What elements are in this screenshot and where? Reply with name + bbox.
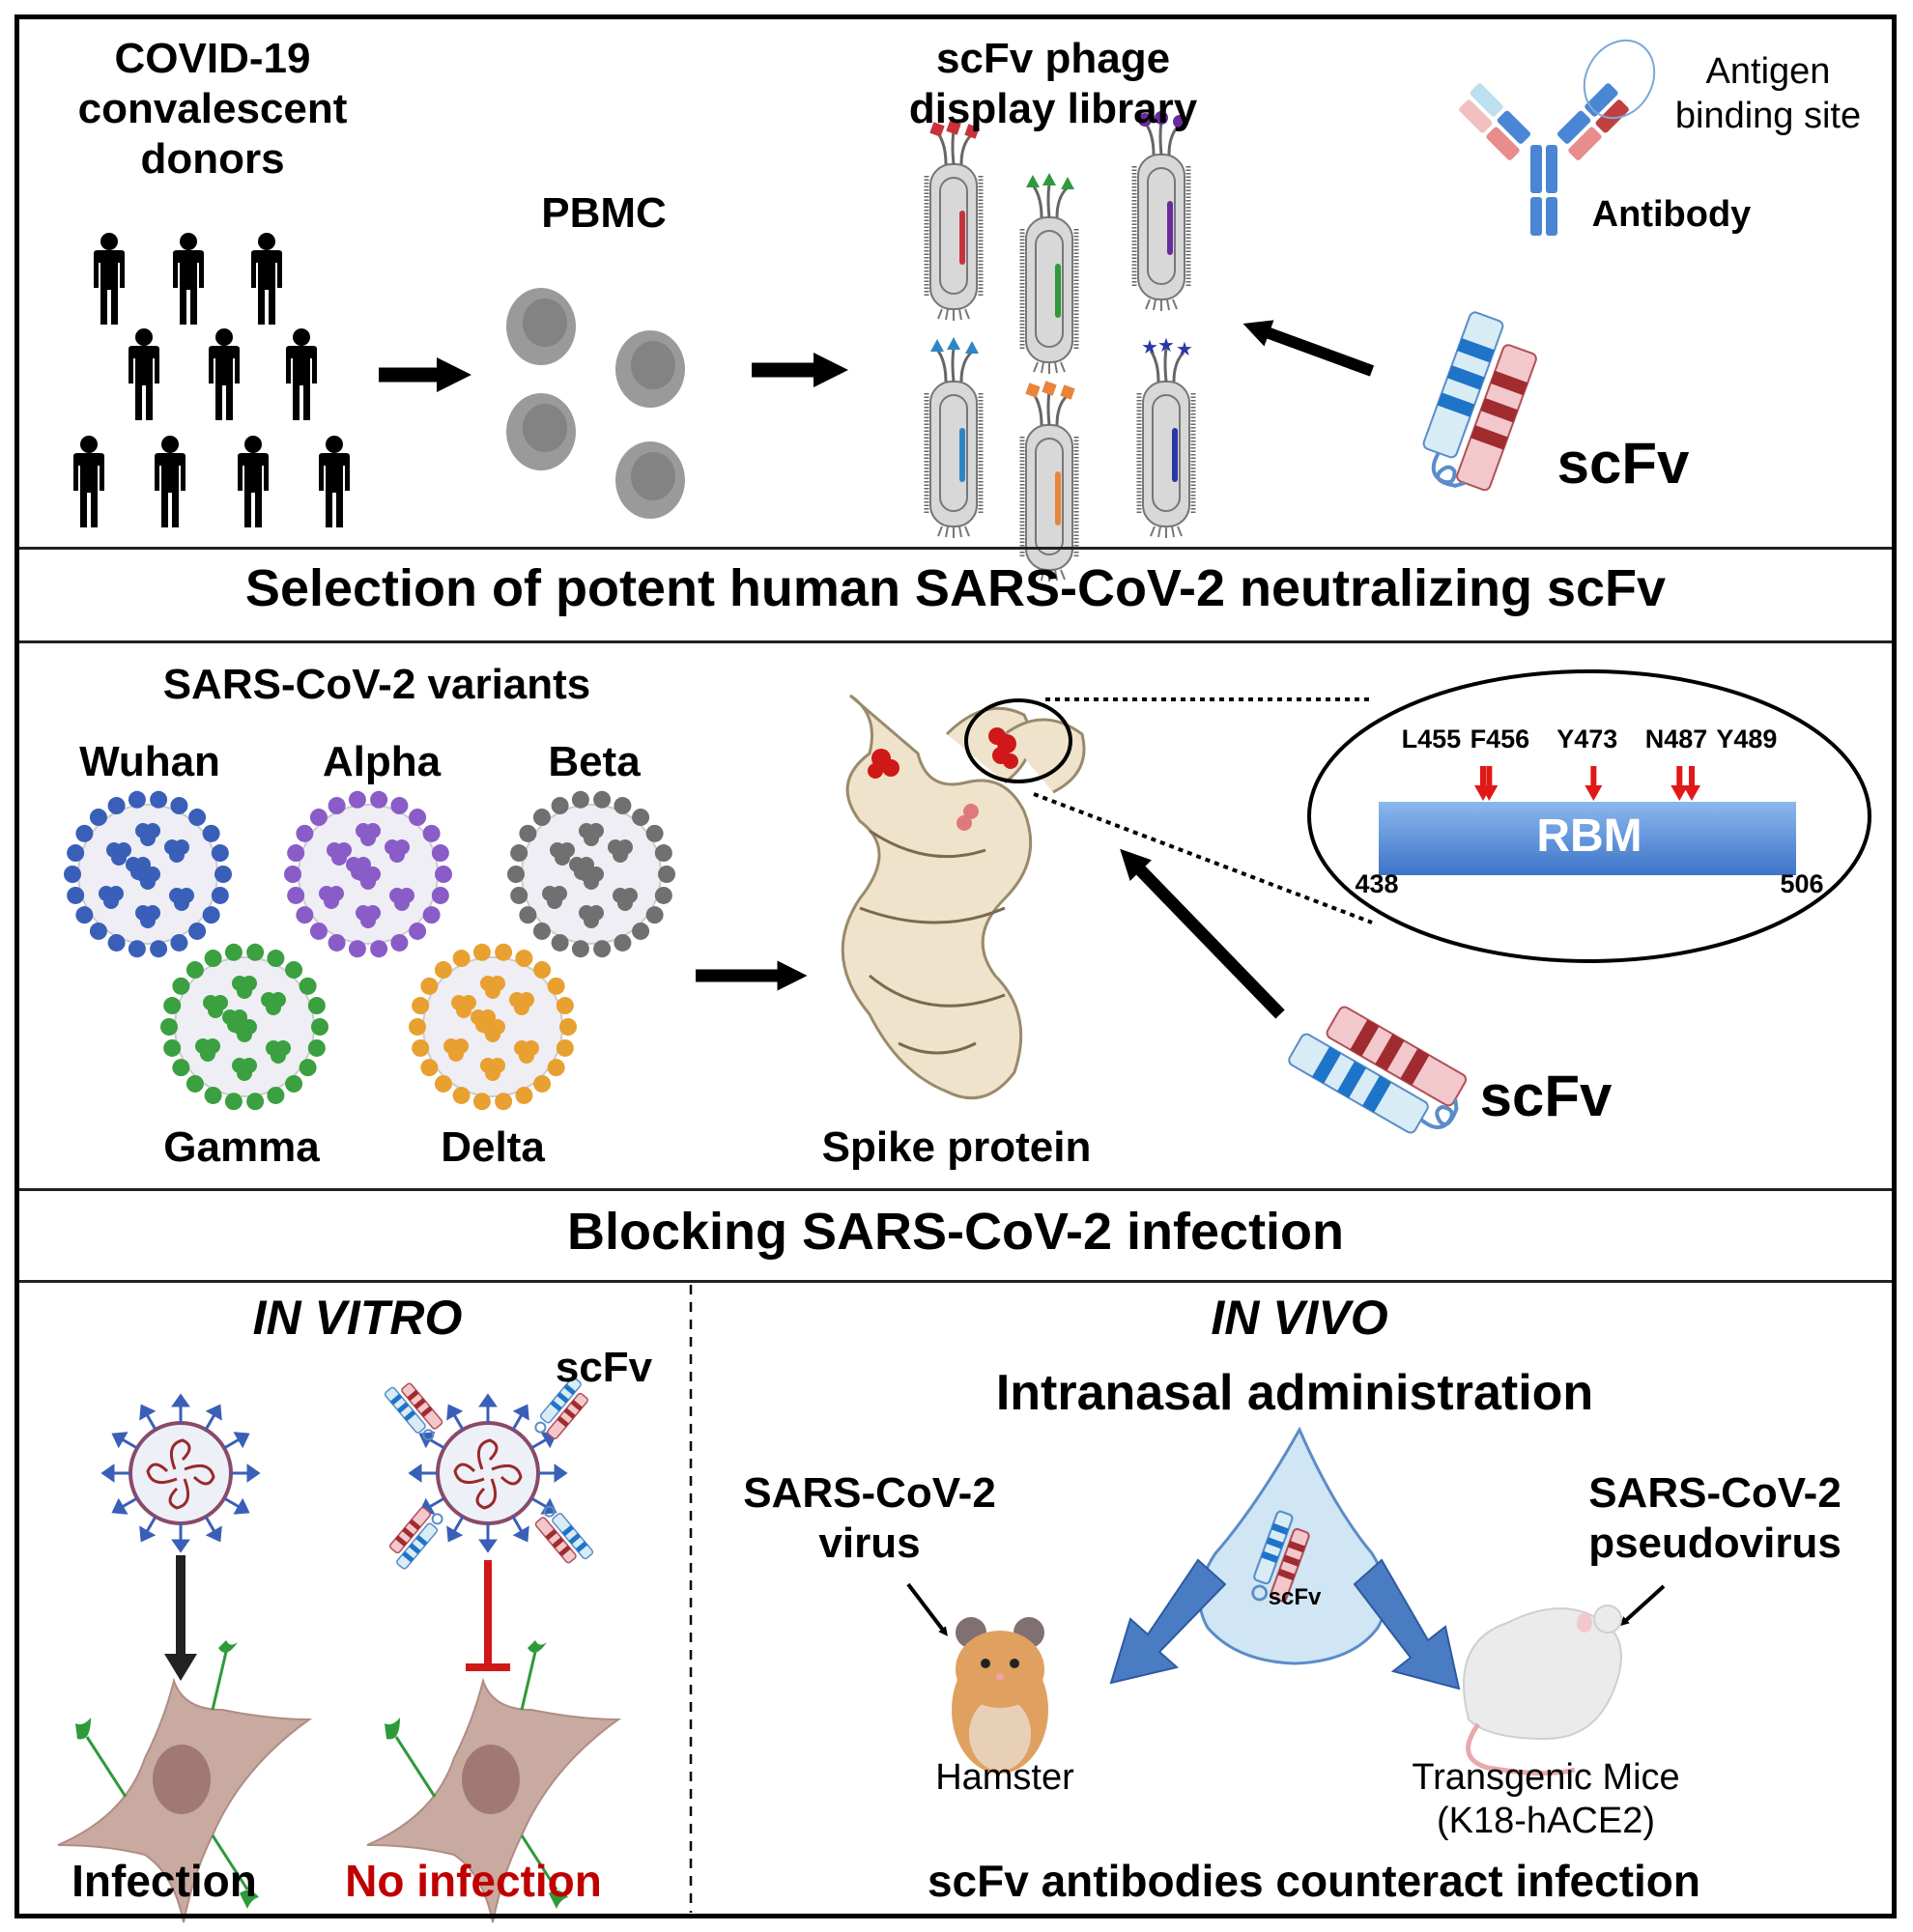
pbmc-cell-icon	[506, 288, 576, 365]
variant-virions	[64, 790, 675, 1111]
mice-label-line: (K18-hACE2)	[1437, 1800, 1655, 1841]
in-vitro-title: IN VITRO	[252, 1291, 463, 1345]
pbmc-cell-icon	[615, 441, 685, 519]
pbmc-cell-icon	[615, 330, 685, 408]
rbm-residue-arrows	[1474, 766, 1700, 801]
residue-arrow-icon	[1585, 766, 1603, 801]
variant-virion-icon	[409, 943, 577, 1111]
pbmc-cells	[506, 288, 685, 519]
residue-arrow-icon	[1670, 766, 1689, 801]
library-label: scFv phage display library	[870, 34, 1237, 134]
rbm-end-position: 506	[1780, 869, 1824, 898]
variants-title: SARS-CoV-2 variants	[162, 661, 591, 708]
section-header-blocking: Blocking SARS-CoV-2 infection	[566, 1203, 1345, 1261]
variant-virion-icon	[507, 790, 675, 958]
pseudovirus-agent-label-line: SARS-CoV-2	[1588, 1469, 1842, 1517]
virus-agent-label-line: SARS-CoV-2	[743, 1469, 996, 1517]
pseudovirus-agent-label-line: pseudovirus	[1588, 1519, 1842, 1567]
rbd-residue-spheres	[868, 727, 1018, 831]
divider	[19, 1280, 1892, 1283]
arrow-up-left-icon	[1120, 848, 1285, 1019]
spike-protein-label: Spike protein	[821, 1123, 1092, 1171]
antigen-label-line: binding site	[1674, 95, 1862, 136]
donors-label: COVID-19 convalescent donors	[58, 34, 367, 185]
mouse-icon	[1463, 1605, 1622, 1776]
rbm-bar	[1379, 802, 1796, 875]
variant-label-alpha: Alpha	[322, 738, 442, 785]
zoom-guide-line	[1033, 792, 1373, 924]
phage-icon: ★★★	[1139, 335, 1193, 538]
arrow-icon	[906, 1582, 948, 1636]
rbm-start-position: 438	[1355, 869, 1399, 898]
divider	[19, 547, 1892, 550]
phage-icon	[927, 337, 981, 538]
variant-label-delta: Delta	[441, 1123, 545, 1171]
arrow-icon	[1619, 1584, 1666, 1627]
rbm-residue-labels: L455 F456 Y473 N487 Y489	[1401, 724, 1778, 753]
antibody-label: Antibody	[1591, 194, 1752, 235]
antigen-label-line: Antigen	[1705, 51, 1831, 92]
phage-icon	[1022, 173, 1076, 374]
figure-border	[14, 14, 1897, 1918]
mice-label-line: Transgenic Mice	[1412, 1757, 1680, 1798]
variant-label-beta: Beta	[548, 738, 641, 785]
scfv-label: scFv	[1556, 431, 1690, 496]
donors-label-line: COVID-19	[114, 35, 311, 82]
intranasal-administration-label: Intranasal administration	[995, 1365, 1594, 1421]
drop-scfv-label: scFv	[1268, 1584, 1322, 1610]
no-infection-label: No infection	[345, 1856, 602, 1906]
hamster-icon	[952, 1617, 1048, 1774]
in-vivo-title: IN VIVO	[1211, 1291, 1388, 1345]
conclusion-label: scFv antibodies counteract infection	[927, 1856, 1701, 1906]
svg-text:★: ★	[1157, 335, 1175, 356]
virus-agent-label: SARS-CoV-2 virus	[715, 1468, 1024, 1569]
variant-virion-icon	[284, 790, 452, 958]
divider	[19, 1188, 1892, 1191]
variant-virion-icon	[64, 790, 232, 958]
pseudovirus-agent-label: SARS-CoV-2 pseudovirus	[1556, 1468, 1874, 1569]
library-label-line: display library	[908, 84, 1198, 132]
arrow-left-icon	[1242, 320, 1375, 377]
pbmc-cell-icon	[506, 393, 576, 470]
antibody-icon	[1459, 39, 1656, 236]
blue-arrow-right-icon	[1353, 1558, 1461, 1690]
phage-icon	[927, 120, 981, 321]
rbm-label: RBM	[1536, 810, 1642, 862]
variant-virion-icon	[160, 943, 328, 1111]
in-vitro-scfv-label: scFv	[555, 1344, 653, 1391]
antigen-binding-site-label: Antigen binding site	[1662, 50, 1874, 138]
rbd-highlight-circle	[964, 698, 1072, 783]
divider	[19, 640, 1892, 643]
scfv-label: scFv	[1479, 1064, 1613, 1128]
donors-label-line: convalescent	[77, 84, 348, 132]
svg-text:★: ★	[1176, 339, 1193, 360]
svg-text:★: ★	[1141, 337, 1158, 358]
pbmc-label: PBMC	[541, 189, 667, 237]
residue-arrow-icon	[1683, 766, 1700, 801]
blue-arrow-left-icon	[1109, 1558, 1227, 1685]
variant-label-wuhan: Wuhan	[79, 738, 220, 785]
section-header-selection: Selection of potent human SARS-CoV-2 neu…	[244, 559, 1667, 617]
infection-label: Infection	[71, 1856, 257, 1906]
scfv-drop-icon	[1198, 1426, 1388, 1665]
library-label-line: scFv phage	[935, 35, 1171, 82]
variant-label-gamma: Gamma	[163, 1123, 320, 1171]
residue-arrow-icon	[1480, 766, 1499, 801]
phage-icon	[1022, 381, 1076, 582]
hamster-label: Hamster	[935, 1757, 1074, 1798]
virus-agent-label-line: virus	[818, 1519, 921, 1567]
phage-library: ★★★	[927, 111, 1193, 582]
donors-label-line: donors	[140, 134, 285, 183]
phage-icon	[1134, 111, 1188, 311]
transgenic-mice-label: Transgenic Mice (K18-hACE2)	[1372, 1756, 1720, 1843]
